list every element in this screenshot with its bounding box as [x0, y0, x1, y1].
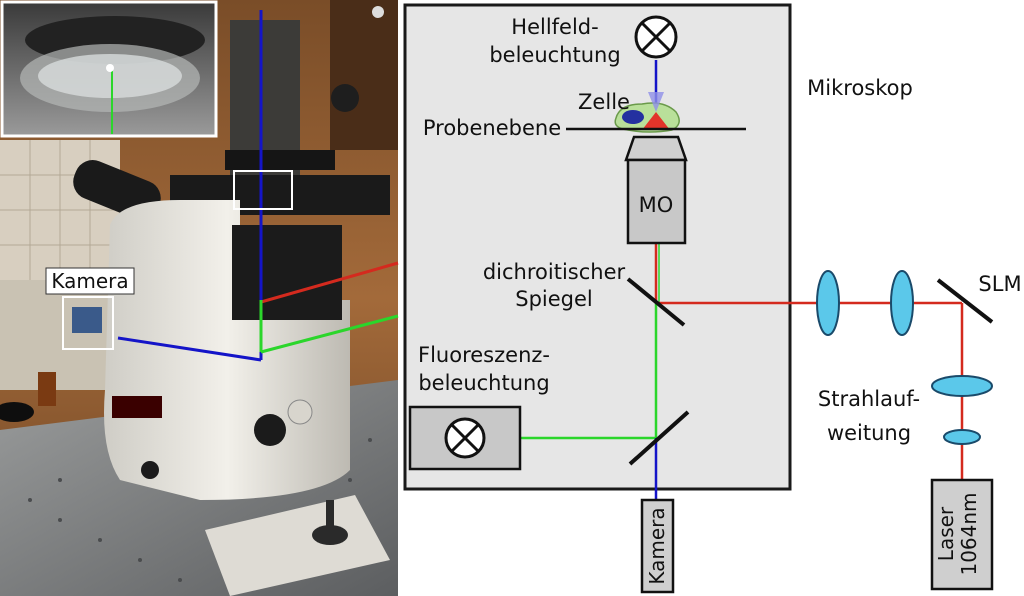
- beam-expander-label-2: weitung: [827, 421, 911, 445]
- joystick-stick: [326, 500, 334, 534]
- focus-knob-fine: [287, 399, 313, 425]
- column-knob: [331, 84, 359, 112]
- cell-label: Zelle: [578, 90, 630, 114]
- relay-lens-2: [890, 270, 914, 336]
- dichroic-mirror-lower: [628, 410, 690, 466]
- photo-laser-path: [260, 261, 399, 304]
- photo-camera-label-box: [45, 267, 135, 295]
- photo-camera-path: [117, 336, 262, 362]
- photo-camera-label: Kamera: [51, 269, 128, 293]
- microscope-photo: Kamera: [0, 0, 399, 596]
- brightfield-label-1: Hellfeld-: [511, 15, 598, 39]
- objective-label: MO: [639, 193, 674, 217]
- beam-expander-lens-2: [943, 429, 981, 445]
- dichroic-label-2: Spiegel: [515, 287, 593, 311]
- cabinet: [0, 280, 110, 390]
- inset-focus-spot: [106, 64, 114, 72]
- camera-device: [72, 307, 102, 333]
- camera-region-box: [62, 296, 114, 350]
- lamp-cross-b: [640, 21, 672, 53]
- photo-fluo-path: [260, 314, 399, 354]
- dichroic-label-1: dichroitischer: [483, 260, 626, 284]
- slm-label: SLM: [978, 272, 1021, 296]
- laser-label-2: 1064nm: [957, 492, 981, 575]
- brightfield-focus-cone: [648, 92, 664, 112]
- fluorescence-label-1: Fluoreszenz-: [418, 343, 550, 367]
- display-panel: [112, 396, 162, 418]
- laser-box: [930, 478, 994, 591]
- objective-body: [626, 158, 687, 245]
- brightfield-label-2: beleuchtung: [489, 43, 620, 67]
- zoom-region-box: [233, 170, 293, 210]
- beam-expander-lens-1: [931, 375, 993, 397]
- optical-schematic: Hellfeld- beleuchtung Zelle Probenebene …: [403, 3, 1022, 594]
- beam-expander-label-1: Strahlauf-: [818, 387, 920, 411]
- nucleus-icon: [622, 110, 644, 124]
- filter-block: [232, 225, 342, 320]
- joystick-controller: [205, 495, 390, 596]
- microscope-body: [104, 200, 350, 500]
- laser-label-1: Laser: [934, 506, 958, 561]
- joystick: [312, 525, 348, 545]
- fluorescence-label-2: beleuchtung: [418, 371, 549, 395]
- shelf-knob: [372, 6, 384, 18]
- laser-focus-cone: [642, 112, 670, 130]
- turret: [225, 150, 335, 170]
- power-knob: [141, 461, 159, 479]
- shelf: [330, 0, 398, 150]
- relay-lens-1: [816, 270, 840, 336]
- slm-mirror: [936, 278, 994, 324]
- safety-glasses: [0, 402, 34, 422]
- fluo-cross-b: [450, 423, 480, 453]
- sample-plane-label: Probenebene: [423, 116, 561, 140]
- dichroic-mirror-upper: [626, 277, 686, 327]
- objective-tip: [624, 135, 688, 162]
- focus-knob: [254, 414, 286, 446]
- camera-box: [640, 498, 675, 594]
- camera-label: Kamera: [645, 507, 669, 584]
- microscope-label: Mikroskop: [807, 76, 913, 100]
- bottle: [38, 372, 56, 406]
